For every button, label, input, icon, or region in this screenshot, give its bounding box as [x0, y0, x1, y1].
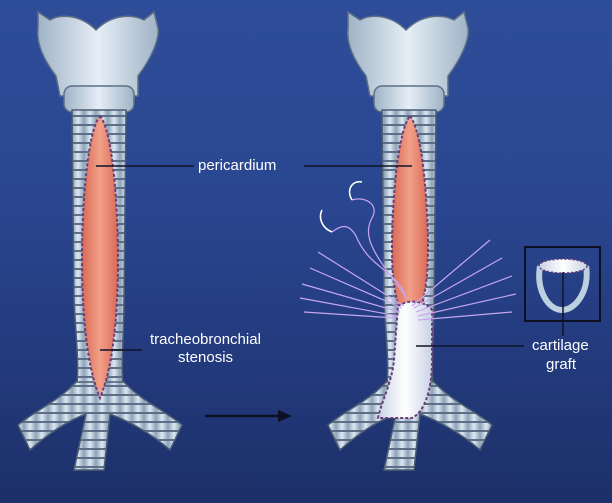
suture-strands: [299, 198, 517, 321]
right-cartilage-graft: [376, 300, 433, 419]
inset-ring: [536, 265, 590, 314]
suture-needles: [319, 180, 363, 233]
cartilage-graft-inset: [524, 246, 601, 322]
left-trachea: [17, 10, 183, 471]
label-graft-line1: cartilage: [532, 337, 589, 354]
right-bronchi: [327, 381, 493, 471]
left-bronchi: [17, 381, 183, 471]
right-larynx: [346, 10, 469, 97]
label-stenosis-line1: tracheobronchial: [150, 331, 261, 348]
label-pericardium: pericardium: [198, 157, 277, 174]
label-stenosis-line2: stenosis: [178, 349, 234, 366]
transition-arrow-icon: [205, 410, 292, 422]
right-trachea: [327, 10, 493, 471]
inset-graft-cap: [538, 258, 588, 274]
right-cricoid: [373, 85, 445, 113]
left-cricoid: [63, 85, 135, 113]
left-pericardium-patch: [80, 114, 120, 401]
left-larynx: [36, 10, 159, 97]
annotation-lines: [96, 165, 564, 351]
label-graft-line2: graft: [546, 356, 577, 373]
